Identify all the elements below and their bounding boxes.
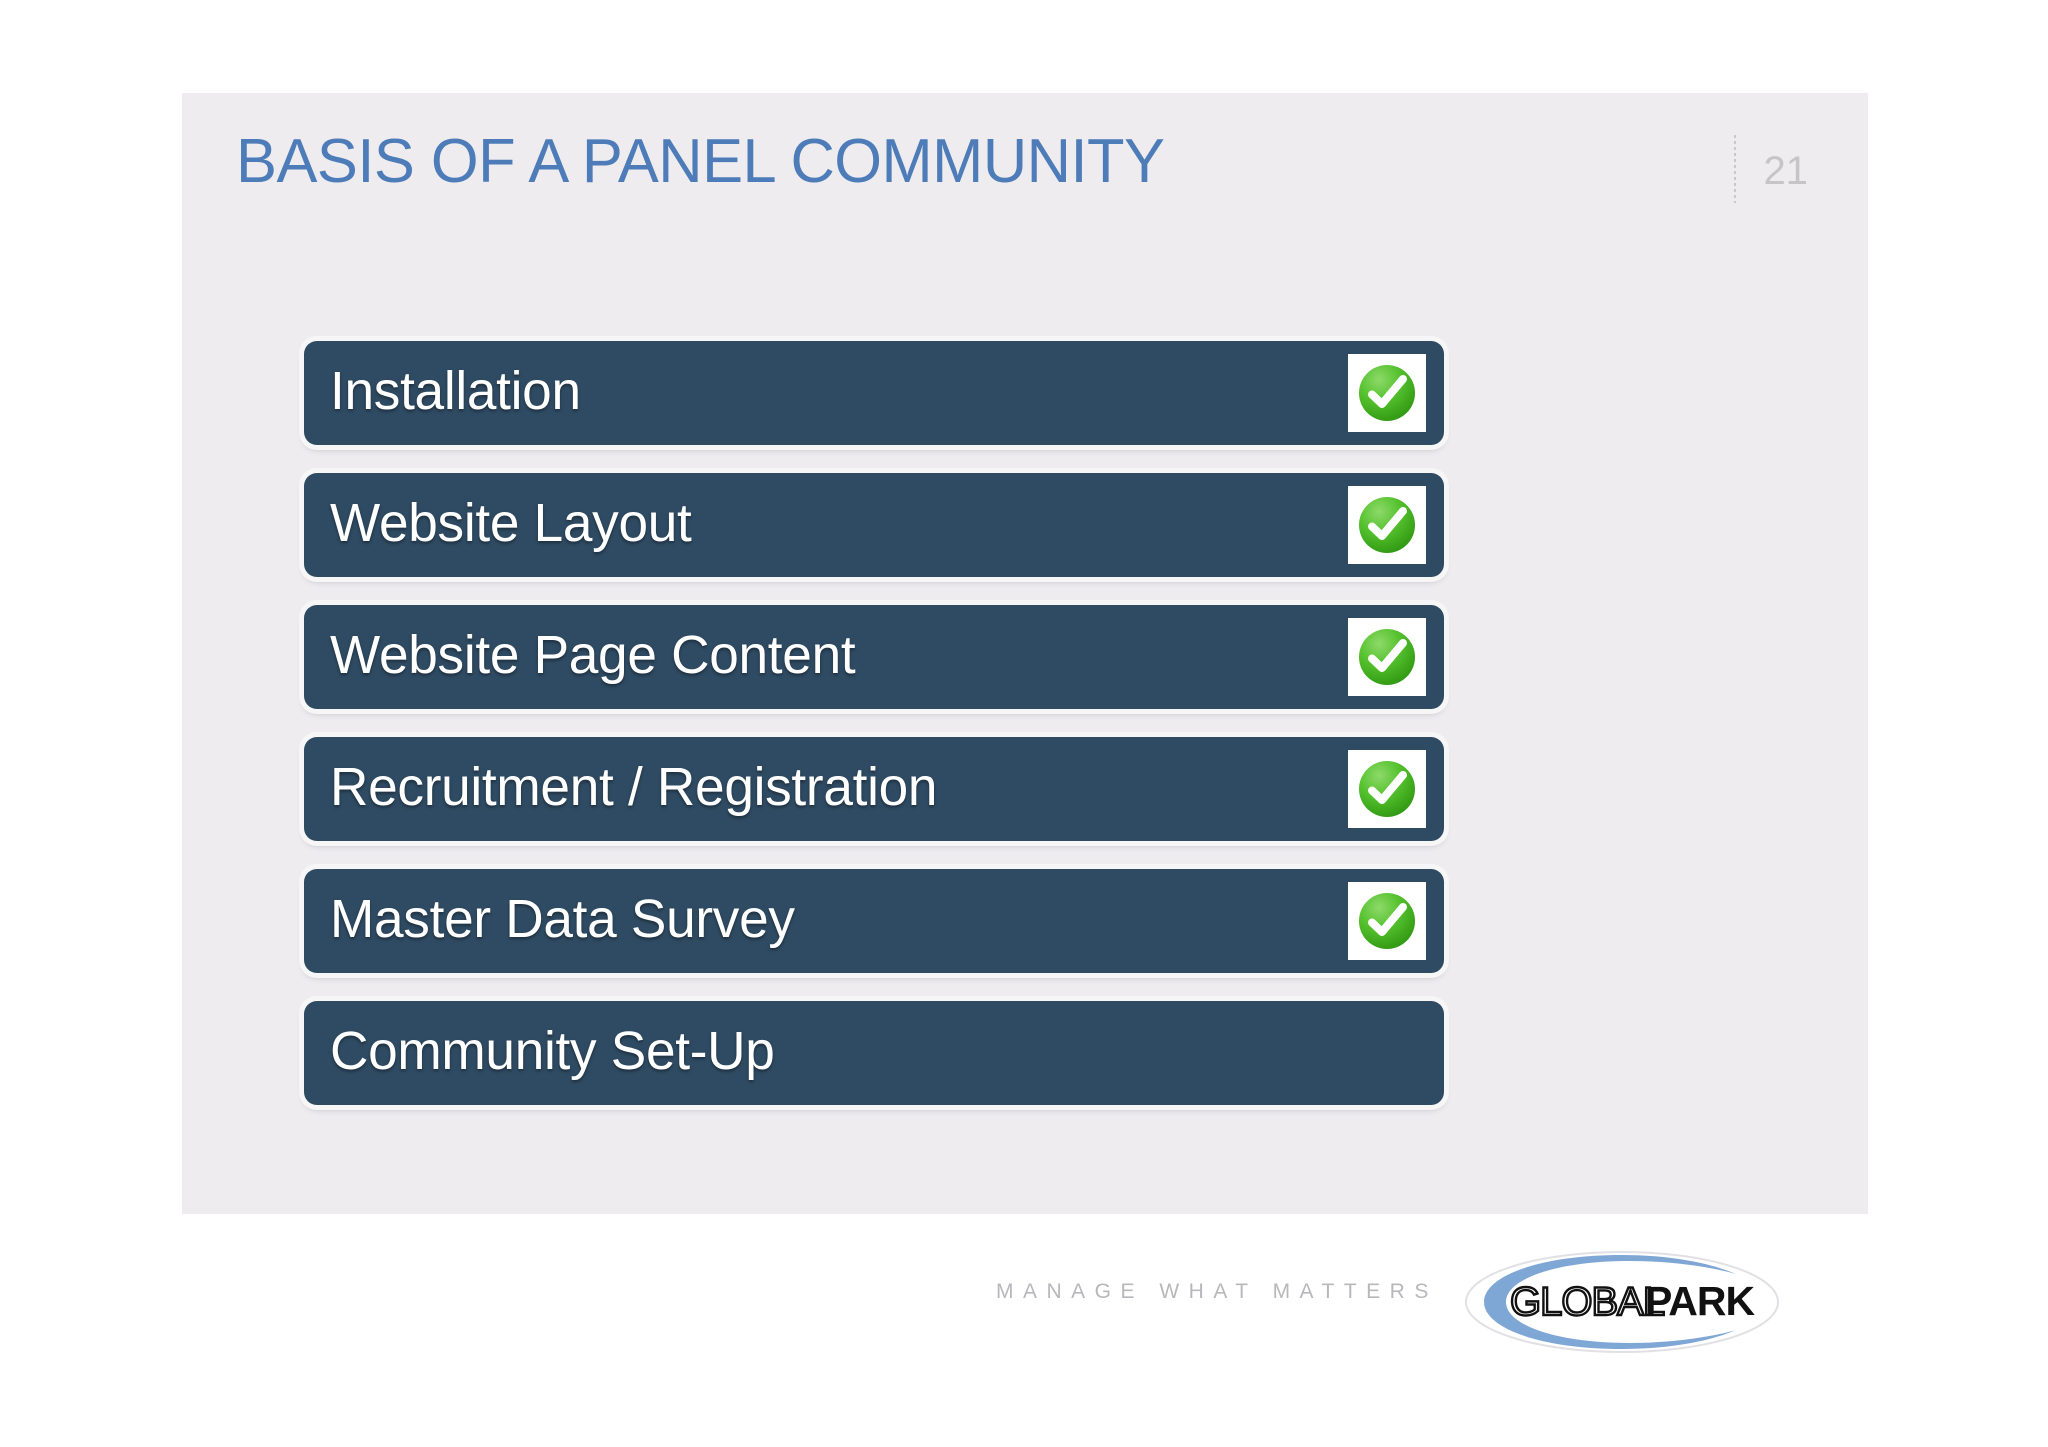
step-label: Recruitment / Registration (330, 757, 938, 817)
step-label: Website Page Content (330, 625, 856, 685)
globalpark-logo: GLOBAL PARK (1462, 1246, 1782, 1358)
step-row-website-layout[interactable]: Website Layout (304, 473, 1444, 577)
dotted-divider (1733, 135, 1736, 203)
green-check-icon (1348, 882, 1426, 960)
step-row-recruitment-registration[interactable]: Recruitment / Registration (304, 737, 1444, 841)
step-label: Community Set-Up (330, 1021, 775, 1081)
step-row-community-set-up[interactable]: Community Set-Up (304, 1001, 1444, 1105)
green-check-icon (1348, 486, 1426, 564)
brand-tagline: MANAGE WHAT MATTERS (996, 1280, 1438, 1303)
step-list: Installation Website (304, 341, 1444, 1105)
page-title: BASIS OF A PANEL COMMUNITY (236, 127, 1165, 196)
slide-panel: BASIS OF A PANEL COMMUNITY 21 Installati… (182, 93, 1868, 1214)
green-check-icon (1348, 750, 1426, 828)
svg-text:GLOBAL: GLOBAL (1510, 1280, 1664, 1324)
step-label: Installation (330, 361, 581, 421)
step-row-website-page-content[interactable]: Website Page Content (304, 605, 1444, 709)
step-row-installation[interactable]: Installation (304, 341, 1444, 445)
step-label: Website Layout (330, 493, 692, 553)
footer: MANAGE WHAT MATTERS GLOBAL PARK (0, 1251, 2048, 1385)
page-number-group: 21 (1733, 135, 1809, 207)
green-check-icon (1348, 618, 1426, 696)
step-label: Master Data Survey (330, 889, 795, 949)
green-check-icon (1348, 354, 1426, 432)
step-row-master-data-survey[interactable]: Master Data Survey (304, 869, 1444, 973)
page-number: 21 (1763, 149, 1809, 193)
svg-text:PARK: PARK (1645, 1278, 1756, 1324)
